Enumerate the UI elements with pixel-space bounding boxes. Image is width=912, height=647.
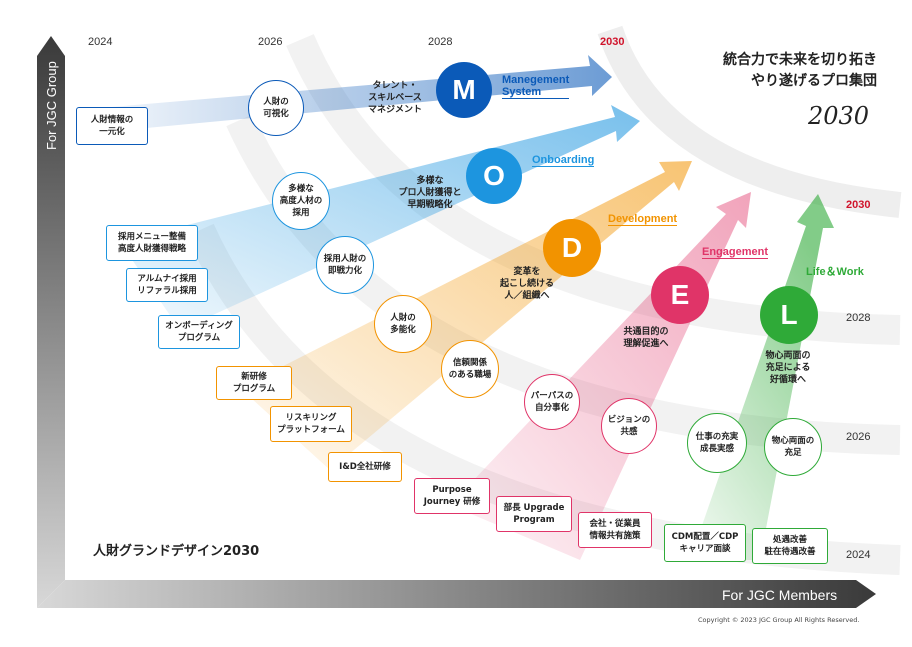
- stream-letter-o: O: [466, 148, 522, 204]
- top-year-2: 2026: [258, 36, 283, 48]
- item-d-1: 新研修 プログラム: [216, 366, 292, 400]
- vertical-axis: [37, 36, 65, 608]
- stream-desc-l: 物心両面の 充足による 好循環へ: [765, 351, 811, 385]
- item-e-1: Purpose Journey 研修: [414, 478, 490, 514]
- stream-label-o: Onboarding: [532, 154, 595, 167]
- item-l-4: 物心両面の 充足: [764, 418, 822, 476]
- stream-label-m: Manegement System: [502, 74, 570, 99]
- item-o-1: 採用メニュー整備 高度人財獲得戦略: [106, 225, 198, 261]
- item-e-2: 部長 Upgrade Program: [496, 496, 572, 532]
- stream-desc-d: 変革を 起こし続ける 人／組織へ: [499, 267, 554, 301]
- item-e-4: パーパスの 自分事化: [524, 374, 580, 430]
- stream-label-d: Development: [608, 213, 678, 226]
- item-d-2: リスキリング プラットフォーム: [270, 406, 352, 442]
- stream-desc-o: 多様な プロ人財獲得と 早期戦略化: [398, 176, 462, 210]
- stream-letter-l: L: [760, 286, 818, 344]
- item-o-5: 採用人財の 即戦力化: [316, 236, 374, 294]
- grand-design-title: 人財グランドデザイン2030: [93, 544, 260, 559]
- item-o-3: オンボーディング プログラム: [158, 315, 240, 349]
- item-l-2: 処遇改善 駐在待遇改善: [752, 528, 828, 564]
- page-title: 統合力で未来を切り拓き やり遂げるプロ集団: [723, 52, 877, 89]
- stream-desc-m: タレント・ スキルベース マネジメント: [367, 81, 422, 115]
- item-l-1: CDM配置／CDP キャリア面談: [664, 524, 746, 562]
- right-year-1: 2030: [846, 199, 871, 211]
- item-o-2: アルムナイ採用 リファラル採用: [126, 268, 208, 302]
- stream-label-e: Engagement: [702, 246, 769, 259]
- stream-letter-d: D: [543, 219, 601, 277]
- top-year-4: 2030: [600, 36, 625, 48]
- top-year-3: 2028: [428, 36, 453, 48]
- item-e-5: ビジョンの 共感: [601, 398, 657, 454]
- stream-label-l: Life＆Work: [806, 266, 864, 278]
- item-m-1: 人財情報の 一元化: [76, 107, 148, 145]
- stream-desc-e: 共通目的の 理解促進へ: [623, 327, 669, 349]
- item-m-2: 人財の 可視化: [248, 80, 304, 136]
- item-d-5: 信頼関係 のある職場: [441, 340, 499, 398]
- right-year-3: 2026: [846, 431, 871, 443]
- vertical-axis-label: For JGC Group: [44, 61, 59, 150]
- horizontal-axis: [37, 580, 876, 608]
- stream-arrow-m: [100, 55, 612, 132]
- item-e-3: 会社・従業員 情報共有施策: [578, 512, 652, 548]
- item-o-4: 多様な 高度人材の 採用: [272, 172, 330, 230]
- top-year-1: 2024: [88, 36, 113, 48]
- right-year-2: 2028: [846, 312, 871, 324]
- copyright: Copyright © 2023 JGC Group All Rights Re…: [698, 616, 860, 624]
- item-d-3: I&D全社研修: [328, 452, 402, 482]
- stream-letter-e: E: [651, 266, 709, 324]
- item-l-3: 仕事の充実 成長実感: [687, 413, 747, 473]
- right-year-4: 2024: [846, 549, 871, 561]
- stream-letter-m: M: [436, 62, 492, 118]
- horizontal-axis-label: For JGC Members: [722, 587, 838, 603]
- item-d-4: 人財の 多能化: [374, 295, 432, 353]
- title-year: 2030: [808, 102, 870, 130]
